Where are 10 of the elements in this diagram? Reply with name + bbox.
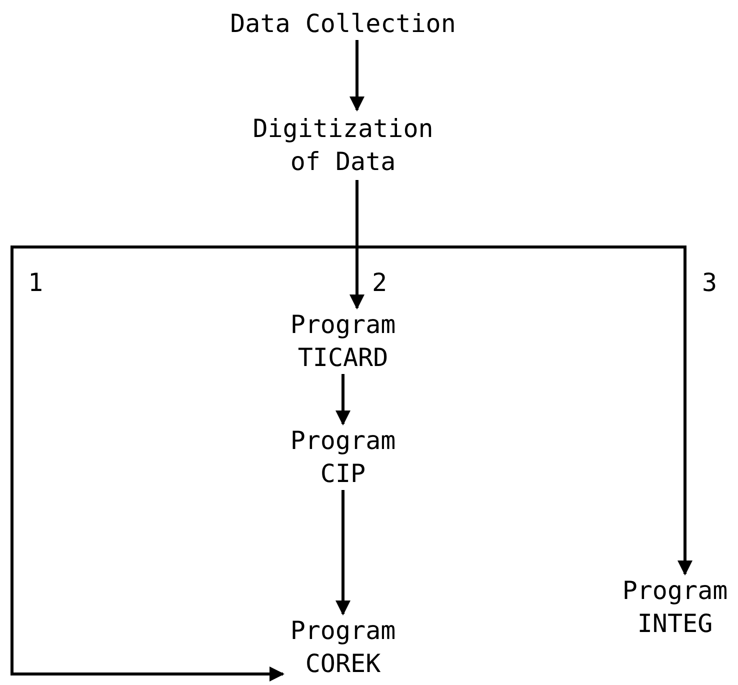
arrow xyxy=(336,490,350,616)
step-text: Program COREK xyxy=(283,614,403,680)
arrow xyxy=(336,374,350,426)
arrow xyxy=(356,180,692,576)
step-text: Digitization of Data xyxy=(243,110,443,180)
step-text: Program CIP xyxy=(283,424,403,490)
step-text: Data Collection xyxy=(218,6,468,40)
arrow xyxy=(350,40,364,112)
step-text: Program INTEG xyxy=(615,574,735,640)
step-text: Program TICARD xyxy=(283,308,403,374)
